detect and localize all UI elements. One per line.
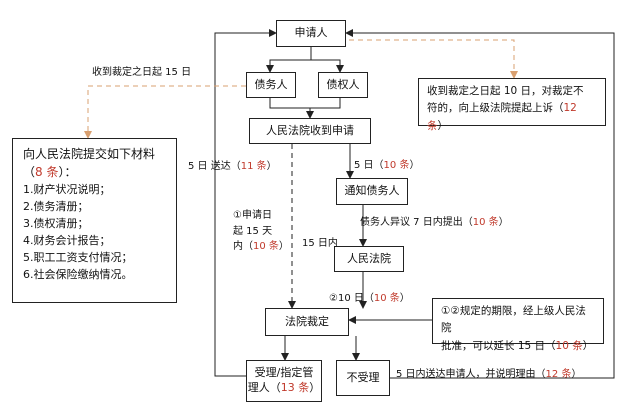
label-rule1: ①申请日 起 15 天 内（10 条）: [233, 210, 289, 252]
label-5-days-notify: 5 日（10 条）: [354, 160, 420, 171]
link-accept-loop-to-applicant: [214, 29, 277, 377]
accept-line1: 受理/指定管: [254, 366, 314, 380]
label-5-days-delivery: 5 日 送达（11 条）: [188, 161, 277, 172]
materials-item: 6.社会保险缴纳情况。: [23, 268, 133, 282]
node-creditor: 债权人: [318, 72, 368, 98]
materials-item: 1.财产状况说明；: [23, 183, 111, 196]
materials-item: 4.财务会计报告；: [23, 234, 111, 248]
link-applicant-to-appeal: [340, 39, 518, 79]
extension-note-line1: ①②规定的期限，经上级人民法院: [441, 305, 586, 335]
materials-item: 2.债务清册；: [23, 200, 89, 214]
node-notify-debtor: 通知债务人: [336, 178, 408, 205]
label-15-days-receipt: 收到裁定之日起 15 日: [92, 67, 192, 78]
link-creditor-to-court: [310, 98, 341, 109]
label-rule2: ②10 日（10 条）: [329, 293, 410, 304]
link-reject-loop-to-applicant: [345, 29, 615, 379]
node-court-receives: 人民法院收到申请: [249, 118, 371, 144]
node-court: 人民法院: [334, 246, 404, 272]
extension-note: ①②规定的期限，经上级人民法院 批准，可以延长 15 日（10 条）: [432, 298, 604, 352]
link-applicant-to-debtor: [266, 47, 312, 73]
appeal-note: 收到裁定之日起 10 日，对裁定不 符的，向上级法院提起上诉（12 条）: [418, 78, 606, 132]
materials-item: 3.债权清册；: [23, 217, 89, 231]
materials-title: 向人民法院提交如下材料: [23, 147, 156, 161]
materials-box: 向人民法院提交如下材料 （8 条）： 1.财产状况说明； 2.债务清册； 3.债…: [12, 138, 177, 303]
extension-note-line2: 批准，可以延长 15 日（10 条）: [441, 339, 594, 352]
node-debtor: 债务人: [246, 72, 296, 98]
node-applicant: 申请人: [276, 20, 346, 47]
node-ruling: 法院裁定: [265, 308, 349, 336]
accept-line2: 理人（13 条）: [247, 381, 321, 394]
node-accept: 受理/指定管 理人（13 条）: [246, 360, 322, 402]
label-objection: 债务人异议 7 日内提出（10 条）: [360, 217, 509, 228]
label-within-15-days: 15 日内: [302, 238, 338, 249]
materials-article: （8 条）：: [23, 165, 77, 179]
appeal-note-line1: 收到裁定之日起 10 日，对裁定不: [427, 85, 584, 97]
label-reject-delivery: 5 日内送达申请人，并说明理由（12 条）: [396, 369, 582, 380]
node-reject: 不受理: [336, 360, 390, 396]
link-applicant-to-creditor: [310, 47, 344, 73]
link-debtor-to-materials: [84, 85, 246, 139]
link-debtor-to-court: [269, 98, 314, 119]
materials-item: 5.职工工资支付情况；: [23, 251, 133, 265]
appeal-note-line2: 符的，向上级法院提起上诉（12 条）: [427, 102, 577, 132]
